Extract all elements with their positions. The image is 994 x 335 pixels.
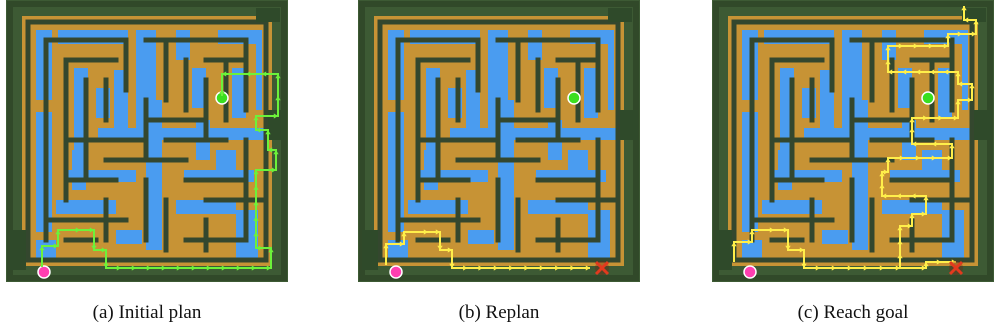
maze-view xyxy=(358,0,640,282)
maze-view xyxy=(6,0,288,282)
caption: (a) Initial plan xyxy=(6,302,288,324)
goal-marker-icon xyxy=(568,92,580,104)
panel-reach-goal: (c) Reach goal xyxy=(712,0,994,335)
panel-initial-plan: (a) Initial plan xyxy=(6,0,288,335)
caption: (c) Reach goal xyxy=(712,302,994,324)
goal-marker-icon xyxy=(922,92,934,104)
cross-icon xyxy=(949,261,963,275)
cross-icon xyxy=(595,261,609,275)
start-marker-icon xyxy=(744,266,756,278)
maze-view xyxy=(712,0,994,282)
start-marker-icon xyxy=(390,266,402,278)
caption: (b) Replan xyxy=(358,302,640,324)
panel-replan: (b) Replan xyxy=(358,0,640,335)
start-marker-icon xyxy=(38,266,50,278)
